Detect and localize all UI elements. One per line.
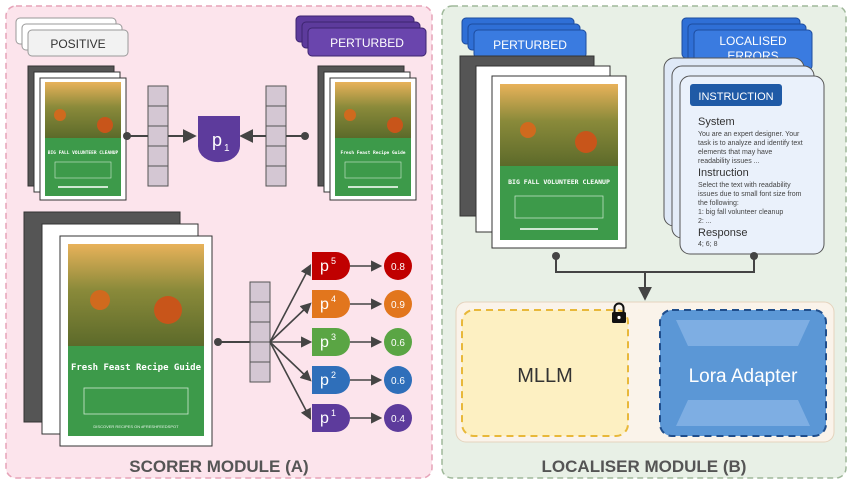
instruction-line-4: 1: big fall volunteer cleanup xyxy=(698,209,783,216)
system-heading: System xyxy=(698,116,735,128)
localiser-module-title: LOCALISER MODULE (B) xyxy=(542,457,747,476)
p1-sub: 1 xyxy=(224,143,230,154)
perturbed-poster-stack-scorer: Fresh Feast Recipe Guide xyxy=(317,65,417,201)
fan-arrow xyxy=(269,341,312,382)
poster-title-localiser: BIG FALL VOLUNTEER CLEANUP xyxy=(508,178,610,186)
embedding-stack-perturbed xyxy=(265,85,287,187)
poster-title-top-left: BIG FALL VOLUNTEER CLEANUP xyxy=(48,150,119,156)
system-line-3: elements that may have xyxy=(698,149,772,156)
instruction-line-1: Select the text with readability xyxy=(698,182,791,189)
score-value-circle xyxy=(384,252,412,280)
perturbed-tag-stack-scorer: PERTURBED xyxy=(295,15,427,57)
instruction-heading: Instruction xyxy=(698,167,749,179)
score-value-label: 0.6 xyxy=(391,376,405,387)
instruction-tag-label: INSTRUCTION xyxy=(698,91,773,103)
p-score-sub: 5 xyxy=(331,256,336,266)
perturbed-label-localiser: PERTURBED xyxy=(493,38,567,52)
instruction-line-2: issues due to small font size from xyxy=(698,191,802,198)
positive-label: POSITIVE xyxy=(50,37,105,51)
poster-footer-large: DISCOVER RECIPES ON #FRESHFEEDSPOT xyxy=(93,424,179,429)
instruction-card-stack: INSTRUCTION System You are an expert des… xyxy=(663,57,825,255)
score-value-label: 0.9 xyxy=(391,300,405,311)
response-heading: Response xyxy=(698,227,748,239)
system-line-4: readability issues ... xyxy=(698,158,760,165)
lora-adapter-block: Lora Adapter xyxy=(659,309,827,437)
p-score-sub: 3 xyxy=(331,332,336,342)
p-score-badge xyxy=(312,252,350,280)
mllm-block: MLLM xyxy=(461,309,629,437)
fan-arrow xyxy=(269,264,312,343)
score-value-circle xyxy=(384,290,412,318)
p-score-sub: 4 xyxy=(331,294,336,304)
p-score-base: p xyxy=(320,258,329,275)
p-score-base: p xyxy=(320,410,329,427)
poster-title-large: Fresh Feast Recipe Guide xyxy=(71,362,202,373)
perturbed-poster-stack-localiser: BIG FALL VOLUNTEER CLEANUP xyxy=(459,55,627,249)
p-score-sub: 1 xyxy=(331,408,336,418)
lock-icon xyxy=(612,302,626,323)
fan-out-arrows xyxy=(269,264,313,420)
p1-base: p xyxy=(212,130,222,150)
large-poster-stack: Fresh Feast Recipe Guide DISCOVER RECIPE… xyxy=(23,211,213,447)
merge-connector xyxy=(552,252,758,301)
embedding-stack-large xyxy=(249,281,271,383)
score-value-circle xyxy=(384,328,412,356)
fan-arrow xyxy=(269,302,312,343)
fan-arrow xyxy=(269,341,312,420)
p-score-badge xyxy=(312,366,350,394)
system-line-1: You are an expert designer. Your xyxy=(698,131,800,138)
score-value-label: 0.8 xyxy=(391,262,405,273)
p-score-base: p xyxy=(320,372,329,389)
positive-tag-stack: POSITIVE xyxy=(15,17,129,57)
poster-title-top-right: Fresh Feast Recipe Guide xyxy=(340,150,405,156)
instruction-line-3: the following: xyxy=(698,200,739,207)
score-value-label: 0.6 xyxy=(391,338,405,349)
response-value: 4; 6; 8 xyxy=(698,241,718,248)
p-score-badge xyxy=(312,404,350,432)
embedding-stack-positive xyxy=(147,85,169,187)
positive-poster-stack: BIG FALL VOLUNTEER CLEANUP xyxy=(27,65,127,201)
score-value-circle xyxy=(384,366,412,394)
score-value-label: 0.4 xyxy=(391,414,405,425)
localised-errors-label-1: LOCALISED xyxy=(719,34,787,48)
p-score-sub: 2 xyxy=(331,370,336,380)
p-score-badge xyxy=(312,290,350,318)
score-value-circle xyxy=(384,404,412,432)
scorer-module-title: SCORER MODULE (A) xyxy=(129,457,308,476)
instruction-line-5: 2: ... xyxy=(698,218,712,225)
system-line-2: task is to analyze and identify text xyxy=(698,140,803,147)
mllm-label: MLLM xyxy=(517,365,573,387)
lora-adapter-label: Lora Adapter xyxy=(689,366,798,387)
perturbed-label-scorer: PERTURBED xyxy=(330,36,404,50)
perturbed-tag-stack-localiser: PERTURBED xyxy=(461,17,587,59)
p-score-base: p xyxy=(320,296,329,313)
p-score-base: p xyxy=(320,334,329,351)
p1-score-badge: p 1 xyxy=(197,116,240,163)
p-score-badge xyxy=(312,328,350,356)
